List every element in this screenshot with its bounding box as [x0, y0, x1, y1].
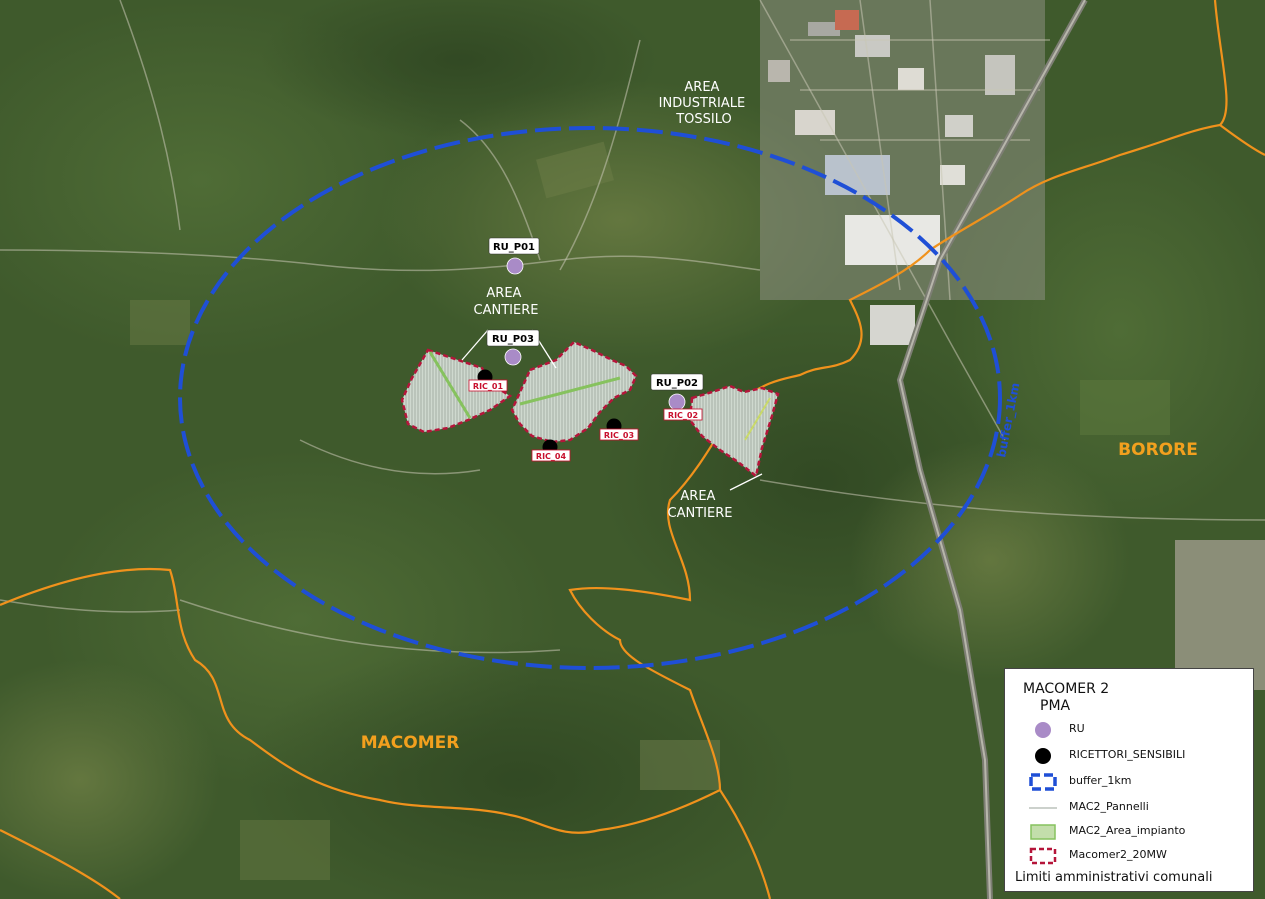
legend-item-ru: RU — [1027, 719, 1252, 741]
town-area — [1175, 540, 1265, 690]
label-municipality-borore: BORORE — [1118, 440, 1198, 460]
plant-area-central-strip — [519, 376, 621, 406]
legend-item-buffer: buffer_1km — [1027, 771, 1252, 793]
ric-label: RIC_01 — [473, 382, 504, 391]
plant-area-east-strip — [744, 397, 771, 441]
ru-label: RU_P03 — [492, 334, 534, 345]
ric-label: RIC_02 — [668, 411, 698, 420]
ric-label: RIC_03 — [604, 431, 634, 440]
legend-item-label: Macomer2_20MW — [1069, 848, 1167, 861]
label-area-cantiere-east: AREA CANTIERE — [668, 489, 733, 521]
label-area-industriale: AREA INDUSTRIALE TOSSILO — [659, 80, 750, 127]
legend-footer: Limiti amministrativi comunali — [1015, 870, 1213, 885]
buffer-1km-circle[interactable] — [178, 126, 1002, 670]
ru-label-box — [486, 329, 540, 347]
ric-label: RIC_04 — [536, 452, 567, 461]
black-circle-icon — [1035, 748, 1051, 764]
ru-point-marker[interactable] — [668, 393, 686, 411]
highway-centerline — [898, 0, 1086, 899]
ru-point-marker[interactable] — [504, 348, 522, 366]
legend-item-label: RU — [1069, 722, 1085, 735]
ric-label-box — [468, 379, 508, 392]
label-municipality-macomer: MACOMER — [361, 733, 460, 753]
ric-label-box — [663, 408, 703, 421]
legend-item-label: MAC2_Area_impianto — [1069, 824, 1186, 837]
map-legend: MACOMER 2 PMA RU RICETTORI_SENSIBILI buf… — [1004, 668, 1254, 892]
ru-points: RU_P01 RU_P03 RU_P02 — [486, 237, 704, 411]
ricettori-points: RIC_01 RIC_04 RIC_03 RIC_02 — [468, 369, 703, 462]
purple-circle-icon — [1035, 722, 1051, 738]
ric-label-box — [531, 449, 571, 462]
legend-title: MACOMER 2 — [1023, 681, 1110, 697]
gray-line-icon — [1029, 807, 1057, 809]
legend-item-macomer2: Macomer2_20MW — [1027, 845, 1252, 867]
plant-areas — [400, 340, 780, 479]
legend-subtitle: PMA — [1040, 698, 1071, 714]
legend-item-pannelli: MAC2_Pannelli — [1027, 797, 1252, 819]
ru-label: RU_P01 — [493, 242, 535, 253]
legend-item-label: buffer_1km — [1069, 774, 1132, 787]
industrial-area — [760, 0, 1045, 345]
ru-label-box — [488, 237, 540, 255]
label-area-cantiere-west: AREA CANTIERE — [474, 286, 539, 318]
plant-area-west-strip — [428, 351, 472, 419]
ru-point-marker[interactable] — [506, 257, 524, 275]
ru-label: RU_P02 — [656, 378, 698, 389]
legend-item-label: MAC2_Pannelli — [1069, 800, 1149, 813]
roads — [0, 0, 1265, 654]
red-dashed-box-icon — [1029, 847, 1057, 865]
blue-dashed-box-icon — [1029, 773, 1057, 791]
ric-label-box — [599, 428, 639, 441]
plant-area-east[interactable] — [688, 384, 780, 479]
legend-item-label: RICETTORI_SENSIBILI — [1069, 748, 1186, 761]
green-box-icon — [1030, 824, 1056, 840]
ru-label-box — [650, 373, 704, 391]
legend-item-area-impianto: MAC2_Area_impianto — [1027, 821, 1252, 843]
plant-area-central[interactable] — [510, 340, 638, 444]
legend-item-ricettori: RICETTORI_SENSIBILI — [1027, 745, 1252, 767]
